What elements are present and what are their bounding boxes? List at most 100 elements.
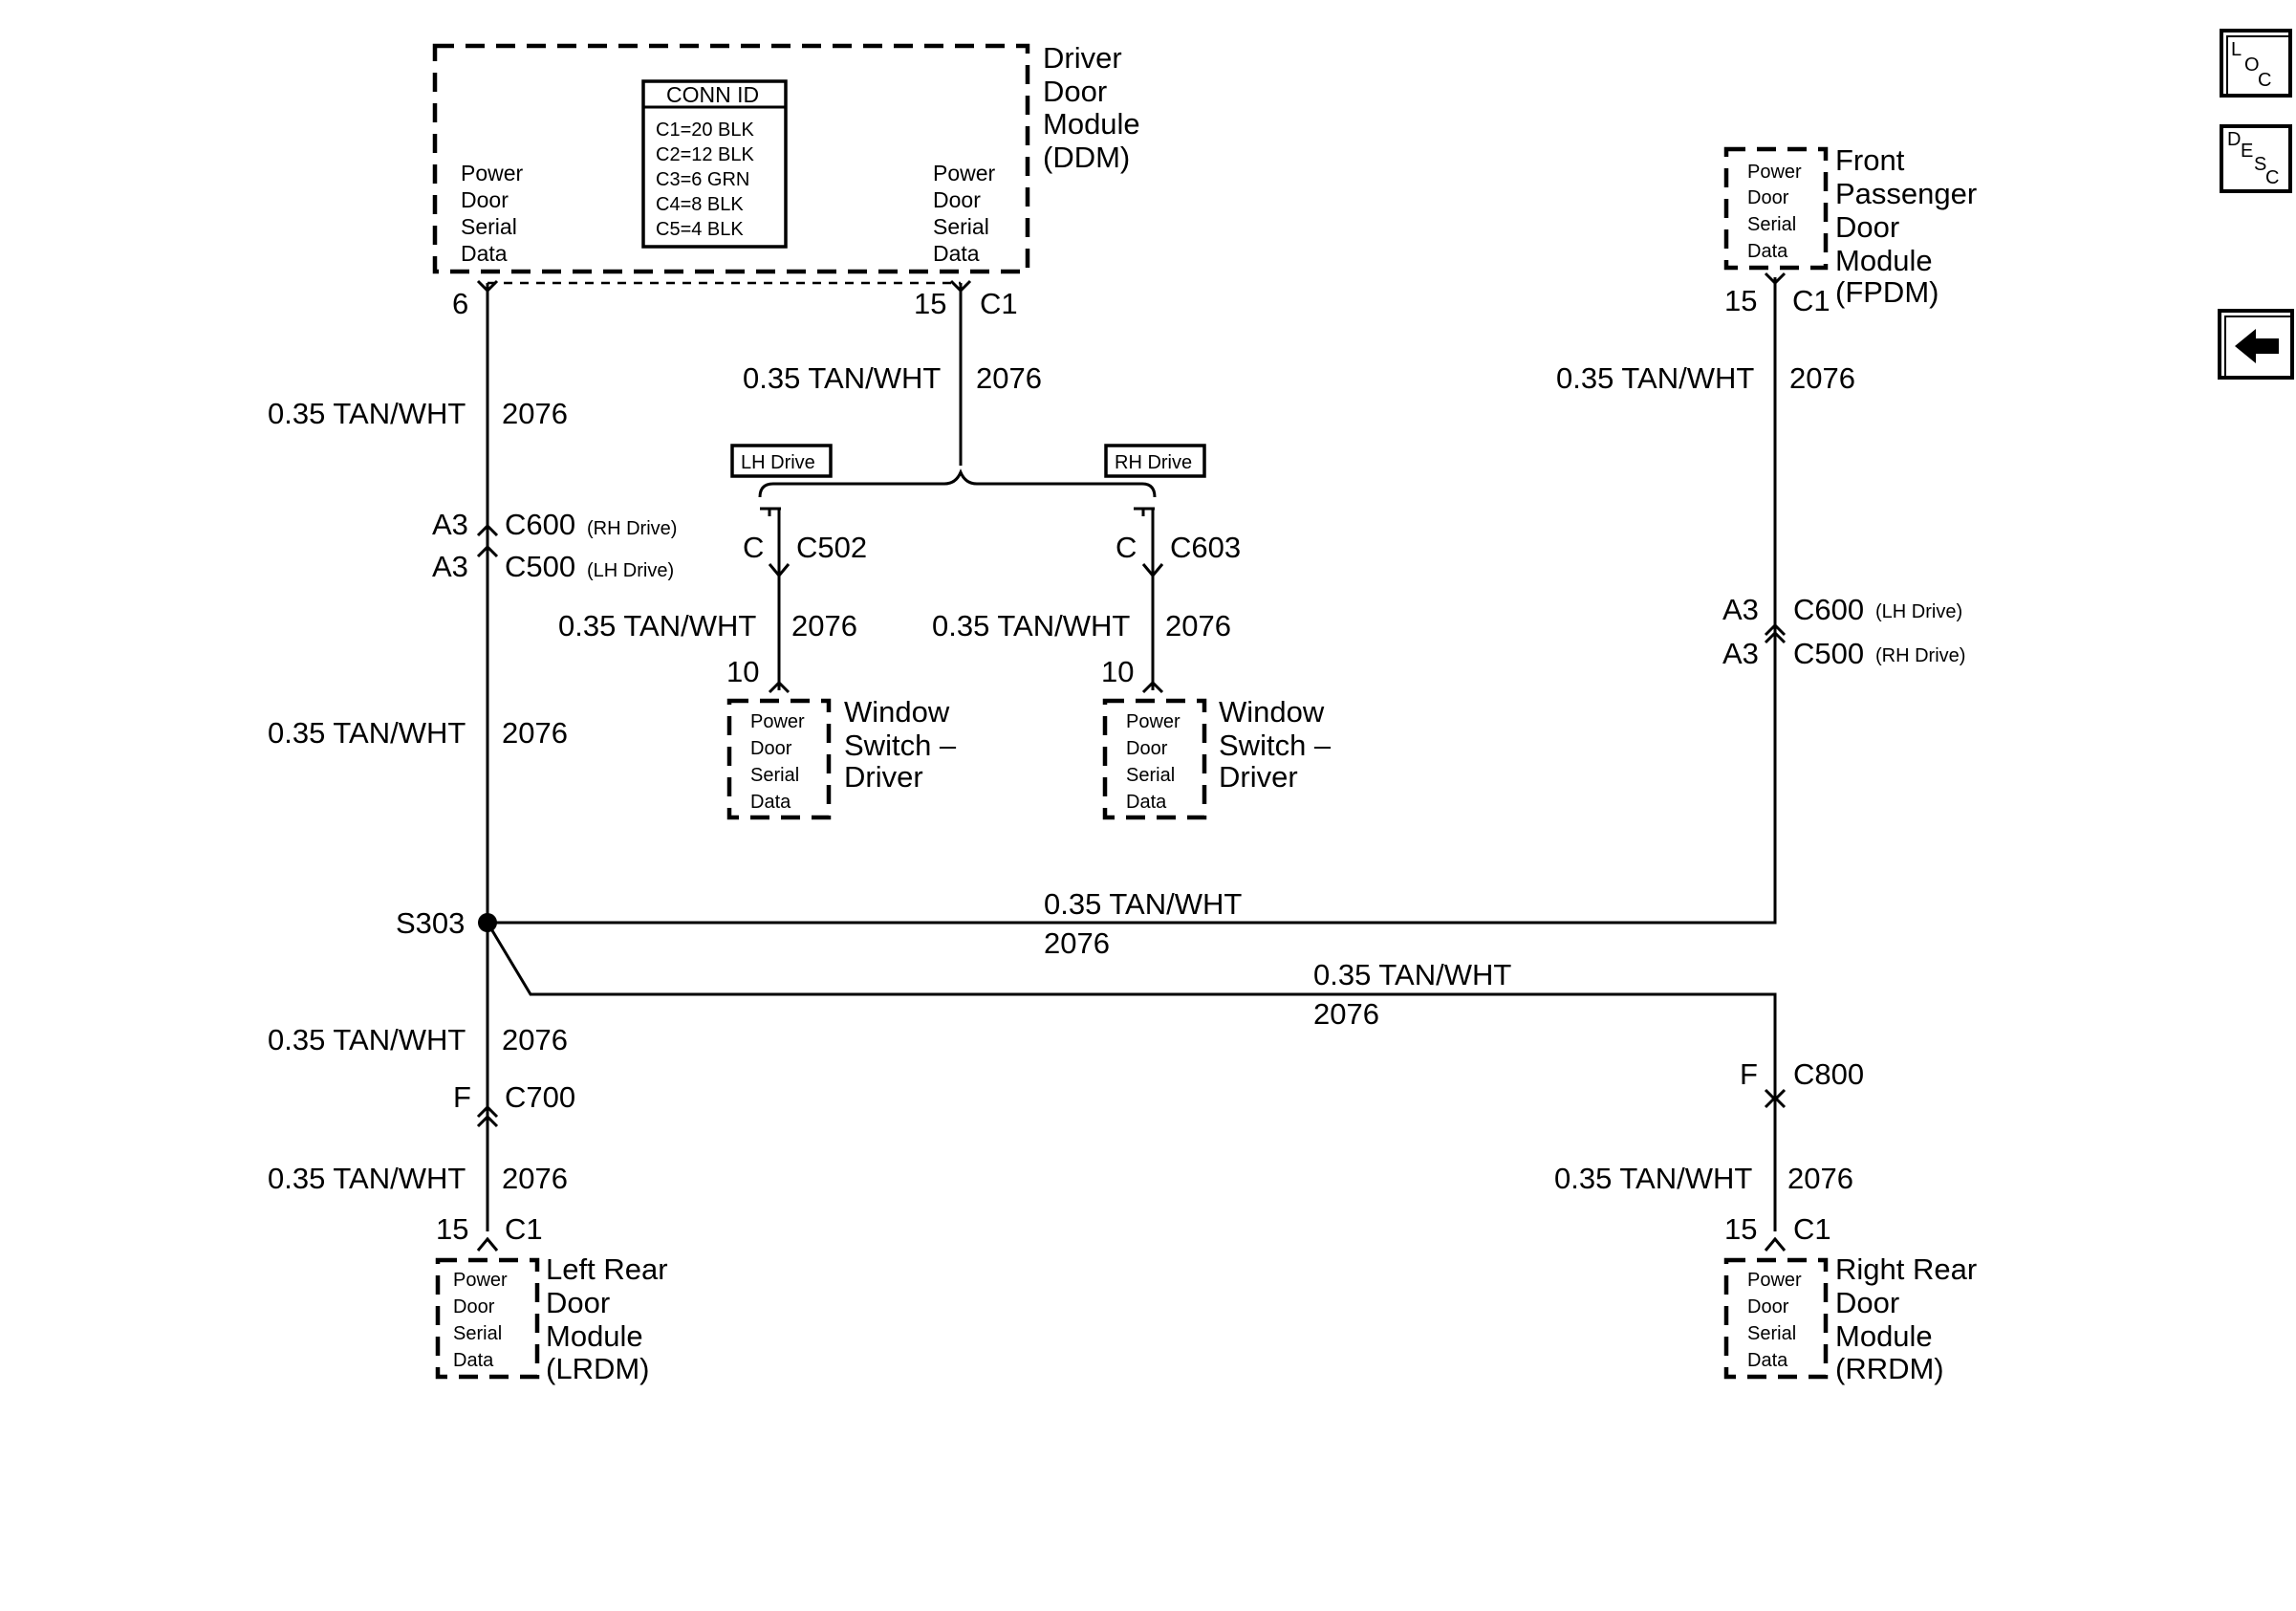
circuit-label: 2076 [1789, 361, 1855, 395]
svg-text:(RRDM): (RRDM) [1835, 1352, 1944, 1385]
conn-id-table: CONN ID C1=20 BLK C2=12 BLK C3=6 GRN C4=… [641, 79, 788, 249]
svg-text:Door: Door [1126, 738, 1168, 759]
splice-label: S303 [396, 906, 465, 940]
c700-pin: F [453, 1080, 471, 1114]
rh-drive-badge [1104, 444, 1206, 478]
rrdm-pin: 15 [1724, 1212, 1757, 1246]
wire-to-rrdm [486, 922, 1777, 1231]
rrdm-port-label: Power Door Serial Data [1747, 1270, 1802, 1371]
right-c500-name: C500 [1793, 637, 1864, 670]
right-c500-note: (RH Drive) [1875, 645, 1965, 666]
c502-connector [760, 507, 781, 516]
circuit-label: 2076 [502, 397, 568, 430]
right-c600-name: C600 [1793, 593, 1864, 626]
back-button[interactable] [2218, 309, 2294, 380]
svg-text:Switch –: Switch – [1219, 729, 1332, 762]
rrdm-module-outline [1723, 1257, 1829, 1380]
c502-name: C502 [796, 531, 867, 564]
svg-text:Power: Power [453, 1270, 508, 1291]
fpdm-terminal [1764, 272, 1787, 286]
svg-text:(DDM): (DDM) [1043, 141, 1130, 174]
desc-button[interactable]: D E S C [2220, 124, 2292, 193]
left-arrow-icon [2235, 329, 2279, 363]
svg-text:(LRDM): (LRDM) [546, 1352, 650, 1385]
c800-connector [1764, 1088, 1787, 1109]
desc-letter-c: C [2265, 167, 2279, 188]
left-c600-note: (RH Drive) [587, 518, 677, 539]
svg-text:Window: Window [1219, 695, 1325, 729]
rh-drive-label: RH Drive [1115, 452, 1192, 473]
svg-text:Driver: Driver [1219, 760, 1298, 794]
svg-text:Serial: Serial [453, 1323, 502, 1344]
ddm-pin-right: 15 [914, 287, 946, 320]
wire-label: 0.35 TAN/WHT [268, 1023, 466, 1056]
svg-text:Door: Door [1835, 210, 1899, 244]
fpdm-module-outline [1723, 146, 1829, 271]
circuit-label: 2076 [1313, 997, 1379, 1031]
svg-text:(FPDM): (FPDM) [1835, 275, 1939, 309]
lrdm-module-outline [435, 1257, 540, 1380]
ws-lh-title: Window Switch – Driver [844, 695, 957, 794]
svg-text:Power: Power [933, 161, 996, 185]
svg-text:Serial: Serial [933, 214, 989, 239]
wire-label: 0.35 TAN/WHT [268, 716, 466, 750]
svg-text:Window: Window [844, 695, 950, 729]
c800-pin: F [1740, 1057, 1758, 1091]
circuit-label: 2076 [502, 1023, 568, 1056]
svg-text:Data: Data [453, 1350, 494, 1371]
conn-id-row: C3=6 GRN [656, 169, 749, 190]
svg-text:Door: Door [1043, 75, 1107, 108]
ddm-module-outline [432, 43, 1030, 274]
svg-text:Power: Power [750, 711, 805, 732]
conn-id-header: CONN ID [666, 82, 759, 107]
loc-button[interactable]: L O C [2220, 29, 2292, 98]
right-inline-connector [1764, 622, 1787, 644]
lh-drive-badge [730, 444, 833, 478]
svg-text:Data: Data [933, 241, 980, 266]
left-c500-note: (LH Drive) [587, 560, 674, 581]
ddm-left-port-label: Power Door Serial Data [461, 161, 524, 266]
c800-name: C800 [1793, 1057, 1864, 1091]
svg-text:Left Rear: Left Rear [546, 1252, 668, 1286]
ddm-right-port-label: Power Door Serial Data [933, 161, 996, 266]
svg-text:Module: Module [1043, 107, 1140, 141]
lrdm-title: Left Rear Door Module (LRDM) [546, 1252, 668, 1385]
left-inline-connector [476, 523, 499, 558]
ddm-pin-left: 6 [452, 287, 468, 320]
right-c500-pin: A3 [1722, 637, 1759, 670]
svg-text:Serial: Serial [1747, 214, 1796, 235]
conn-id-row: C1=20 BLK [656, 120, 755, 141]
svg-text:Serial: Serial [1747, 1323, 1796, 1344]
right-c600-note: (LH Drive) [1875, 601, 1962, 622]
svg-text:Power: Power [1747, 1270, 1802, 1291]
ws-rh-outline [1102, 698, 1207, 820]
ddm-title: Driver Door Module (DDM) [1043, 41, 1140, 174]
left-c600-name: C600 [505, 508, 575, 541]
wire-label: 0.35 TAN/WHT [1313, 958, 1511, 991]
svg-text:Door: Door [1747, 187, 1789, 208]
svg-text:Serial: Serial [750, 765, 799, 786]
svg-text:Module: Module [546, 1319, 643, 1353]
svg-text:Front: Front [1835, 143, 1905, 177]
fpdm-conn: C1 [1792, 284, 1830, 317]
svg-text:Module: Module [1835, 244, 1933, 277]
ws-lh-pin: 10 [726, 655, 759, 688]
wire-label: 0.35 TAN/WHT [268, 1162, 466, 1195]
ws-lh-outline [726, 698, 832, 820]
ws-rh-terminal [1141, 680, 1164, 694]
circuit-label: 2076 [502, 716, 568, 750]
svg-text:Driver: Driver [1043, 41, 1122, 75]
ddm-internal-link-ends [486, 283, 963, 293]
svg-text:Power: Power [1126, 711, 1180, 732]
circuit-label: 2076 [1044, 926, 1110, 960]
c502-arrow [768, 563, 791, 578]
c603-pin: C [1116, 531, 1137, 564]
circuit-label: 2076 [1165, 609, 1231, 642]
left-c600-pin: A3 [432, 508, 468, 541]
c502-pin: C [743, 531, 764, 564]
desc-letter-e: E [2241, 141, 2253, 162]
svg-text:Door: Door [1835, 1286, 1899, 1319]
wire-label: 0.35 TAN/WHT [558, 609, 756, 642]
lh-drive-label: LH Drive [741, 452, 815, 473]
svg-text:Serial: Serial [1126, 765, 1175, 786]
